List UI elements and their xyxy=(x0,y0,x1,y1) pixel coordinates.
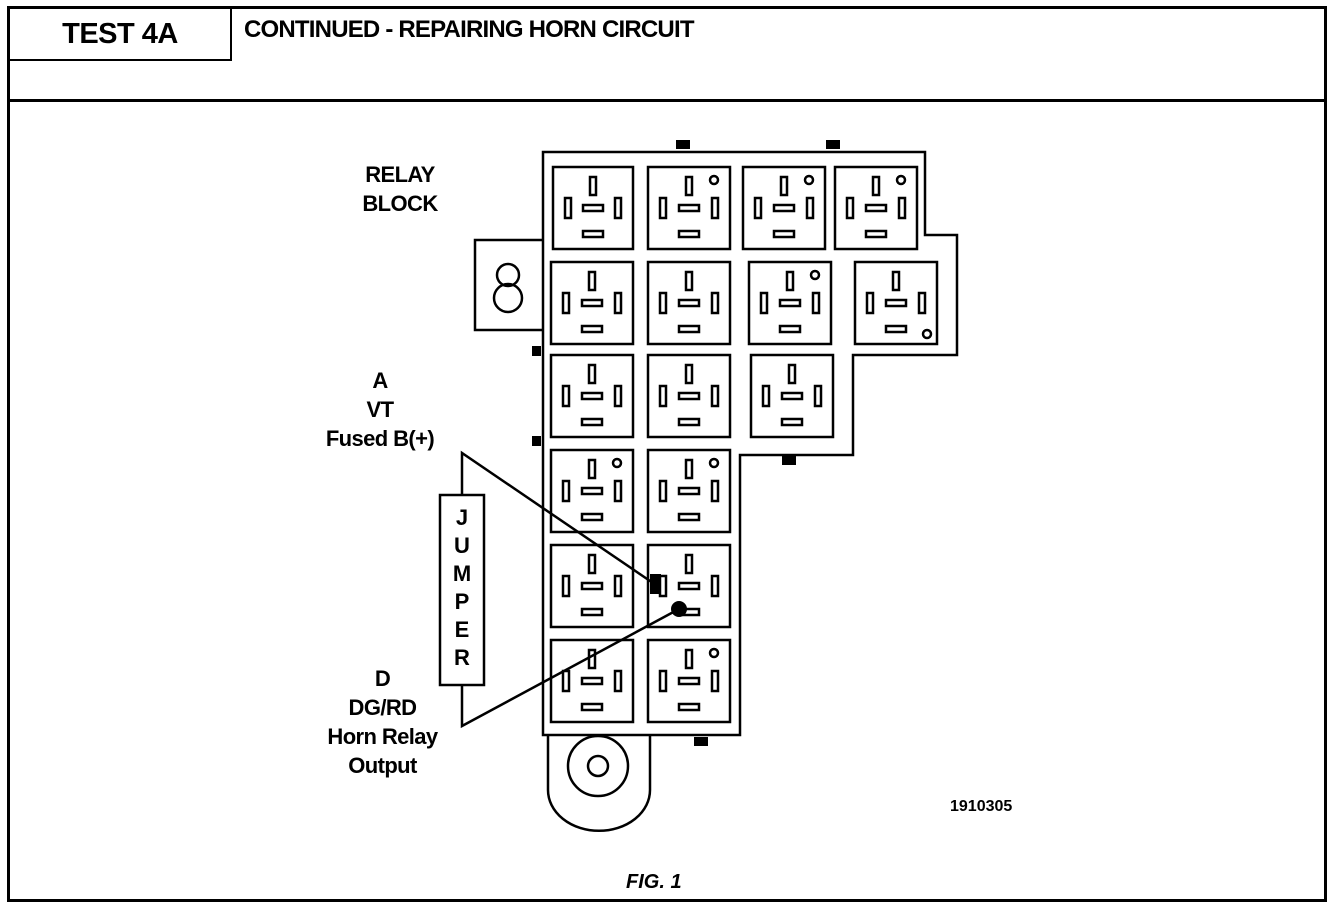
jumper-letter: E xyxy=(455,617,470,642)
relay-socket xyxy=(646,543,732,629)
relay-socket xyxy=(853,260,939,346)
relay-socket xyxy=(551,165,635,251)
relay-socket xyxy=(747,260,833,346)
header-bar: TEST 4A CONTINUED - REPAIRING HORN CIRCU… xyxy=(10,9,1324,102)
page-frame: TEST 4A CONTINUED - REPAIRING HORN CIRCU… xyxy=(7,6,1327,902)
relay-socket xyxy=(741,165,827,251)
relay-socket xyxy=(646,448,732,534)
terminal-a-point xyxy=(650,574,661,594)
terminal-a-letter: A xyxy=(372,368,388,393)
relay-socket xyxy=(646,260,732,346)
terminal-a-label: A VT Fused B(+) xyxy=(300,366,460,453)
relay-socket xyxy=(833,165,919,251)
jumper-wire-box xyxy=(438,493,486,687)
terminal-d-letter: D xyxy=(374,666,391,691)
terminal-d-point xyxy=(671,601,687,617)
relay-socket xyxy=(549,260,635,346)
relay-block-outline xyxy=(541,150,959,737)
page-title: CONTINUED - REPAIRING HORN CIRCUIT xyxy=(244,16,694,43)
bolt-hole-icon xyxy=(566,734,630,798)
relay-socket xyxy=(549,543,635,629)
keyhole-icon xyxy=(492,262,524,314)
jumper-letter: P xyxy=(455,589,470,614)
relay-socket xyxy=(646,165,732,251)
relay-socket xyxy=(646,638,732,724)
relay-socket xyxy=(549,448,635,534)
terminal-d-wire: DG/RD xyxy=(348,695,417,720)
relay-socket xyxy=(646,353,732,439)
jumper-letter: R xyxy=(454,645,470,670)
relay-block-label-line2: BLOCK xyxy=(362,191,438,216)
jumper-letter: J xyxy=(456,505,468,530)
relay-block-label-line1: RELAY xyxy=(365,162,435,187)
terminal-a-desc: Fused B(+) xyxy=(325,426,435,451)
mounting-ring xyxy=(546,735,652,832)
figure-caption: FIG. 1 xyxy=(626,871,682,893)
relay-block-label: RELAY BLOCK xyxy=(330,160,470,218)
test-label: TEST 4A xyxy=(10,9,232,61)
mounting-tab xyxy=(473,238,543,332)
jumper-letter: U xyxy=(454,533,470,558)
figure-code: 1910305 xyxy=(950,798,1013,815)
terminal-d-desc: Horn Relay xyxy=(327,724,438,749)
relay-socket xyxy=(549,353,635,439)
terminal-d-label: D DG/RD Horn Relay Output xyxy=(300,664,465,780)
terminal-d-desc2: Output xyxy=(348,753,417,778)
terminal-a-wire: VT xyxy=(366,397,395,422)
jumper-letter: M xyxy=(453,561,471,586)
relay-socket xyxy=(549,638,635,724)
relay-socket xyxy=(749,353,835,439)
jumper-lead-a xyxy=(460,450,657,587)
jumper-lead-d xyxy=(460,607,680,729)
